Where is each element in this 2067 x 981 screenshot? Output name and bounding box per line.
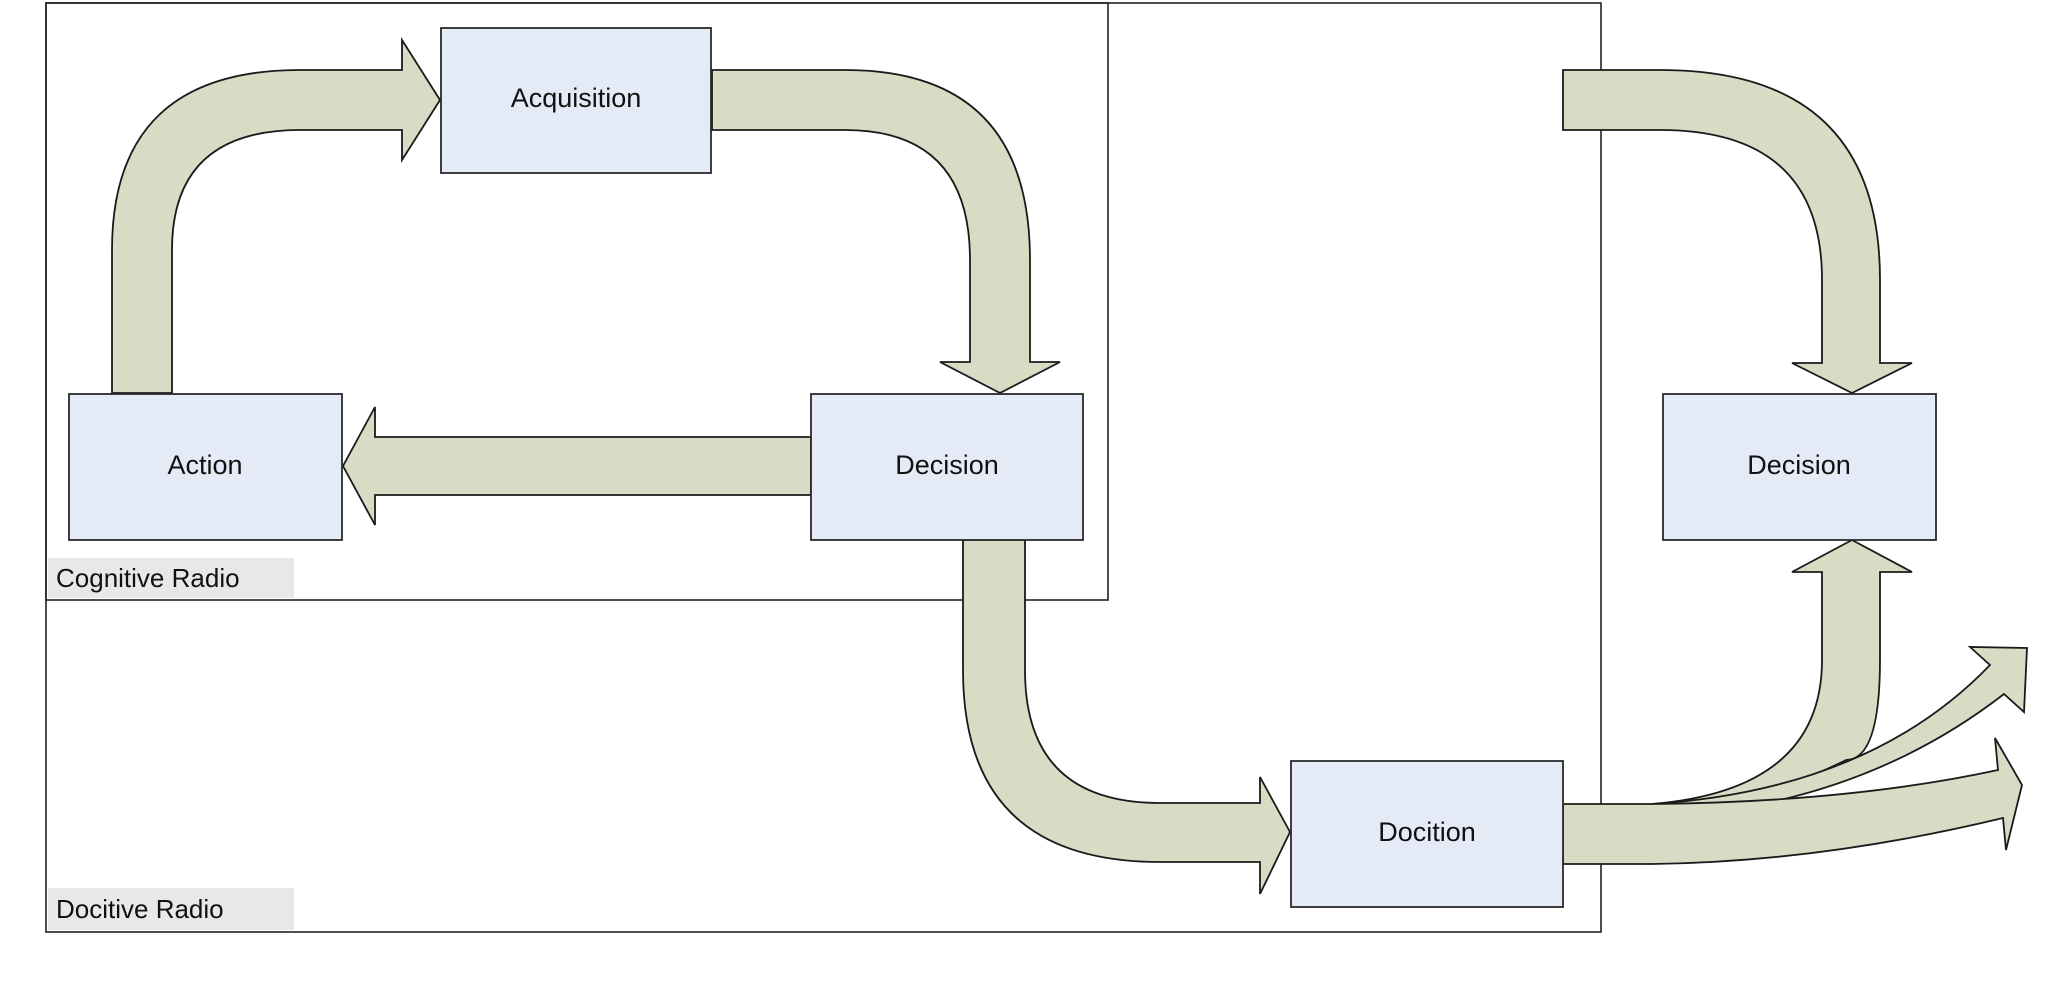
docitive-radio-tag: Docitive Radio: [48, 888, 294, 930]
node-action: Action: [68, 393, 343, 541]
node-acquisition-label: Acquisition: [511, 83, 642, 113]
node-decision-main: Decision: [810, 393, 1084, 541]
node-decision-external: Decision: [1662, 393, 1937, 541]
node-decision-main-label: Decision: [895, 450, 999, 480]
node-docition: Docition: [1290, 760, 1564, 908]
node-acquisition: Acquisition: [440, 27, 712, 174]
cognitive-radio-tag: Cognitive Radio: [48, 558, 294, 598]
arrow-decision-to-docition: [962, 539, 1292, 895]
docitive-radio-label: Docitive Radio: [56, 894, 224, 924]
cognitive-radio-label: Cognitive Radio: [56, 563, 240, 593]
arrow-decision-to-action: [341, 406, 812, 526]
arrow-incoming-to-external-decision: [1562, 69, 1913, 395]
node-docition-label: Docition: [1378, 817, 1476, 847]
arrow-acquisition-to-decision: [711, 69, 1061, 395]
arrow-docition-outgoing-lower: [1562, 737, 2023, 865]
arrow-docition-outgoing-upper: [1651, 646, 2028, 813]
cognitive-radio-frame: [45, 2, 1109, 601]
node-decision-external-label: Decision: [1747, 450, 1851, 480]
arrow-action-to-acquisition: [111, 36, 442, 394]
node-action-label: Action: [167, 450, 242, 480]
